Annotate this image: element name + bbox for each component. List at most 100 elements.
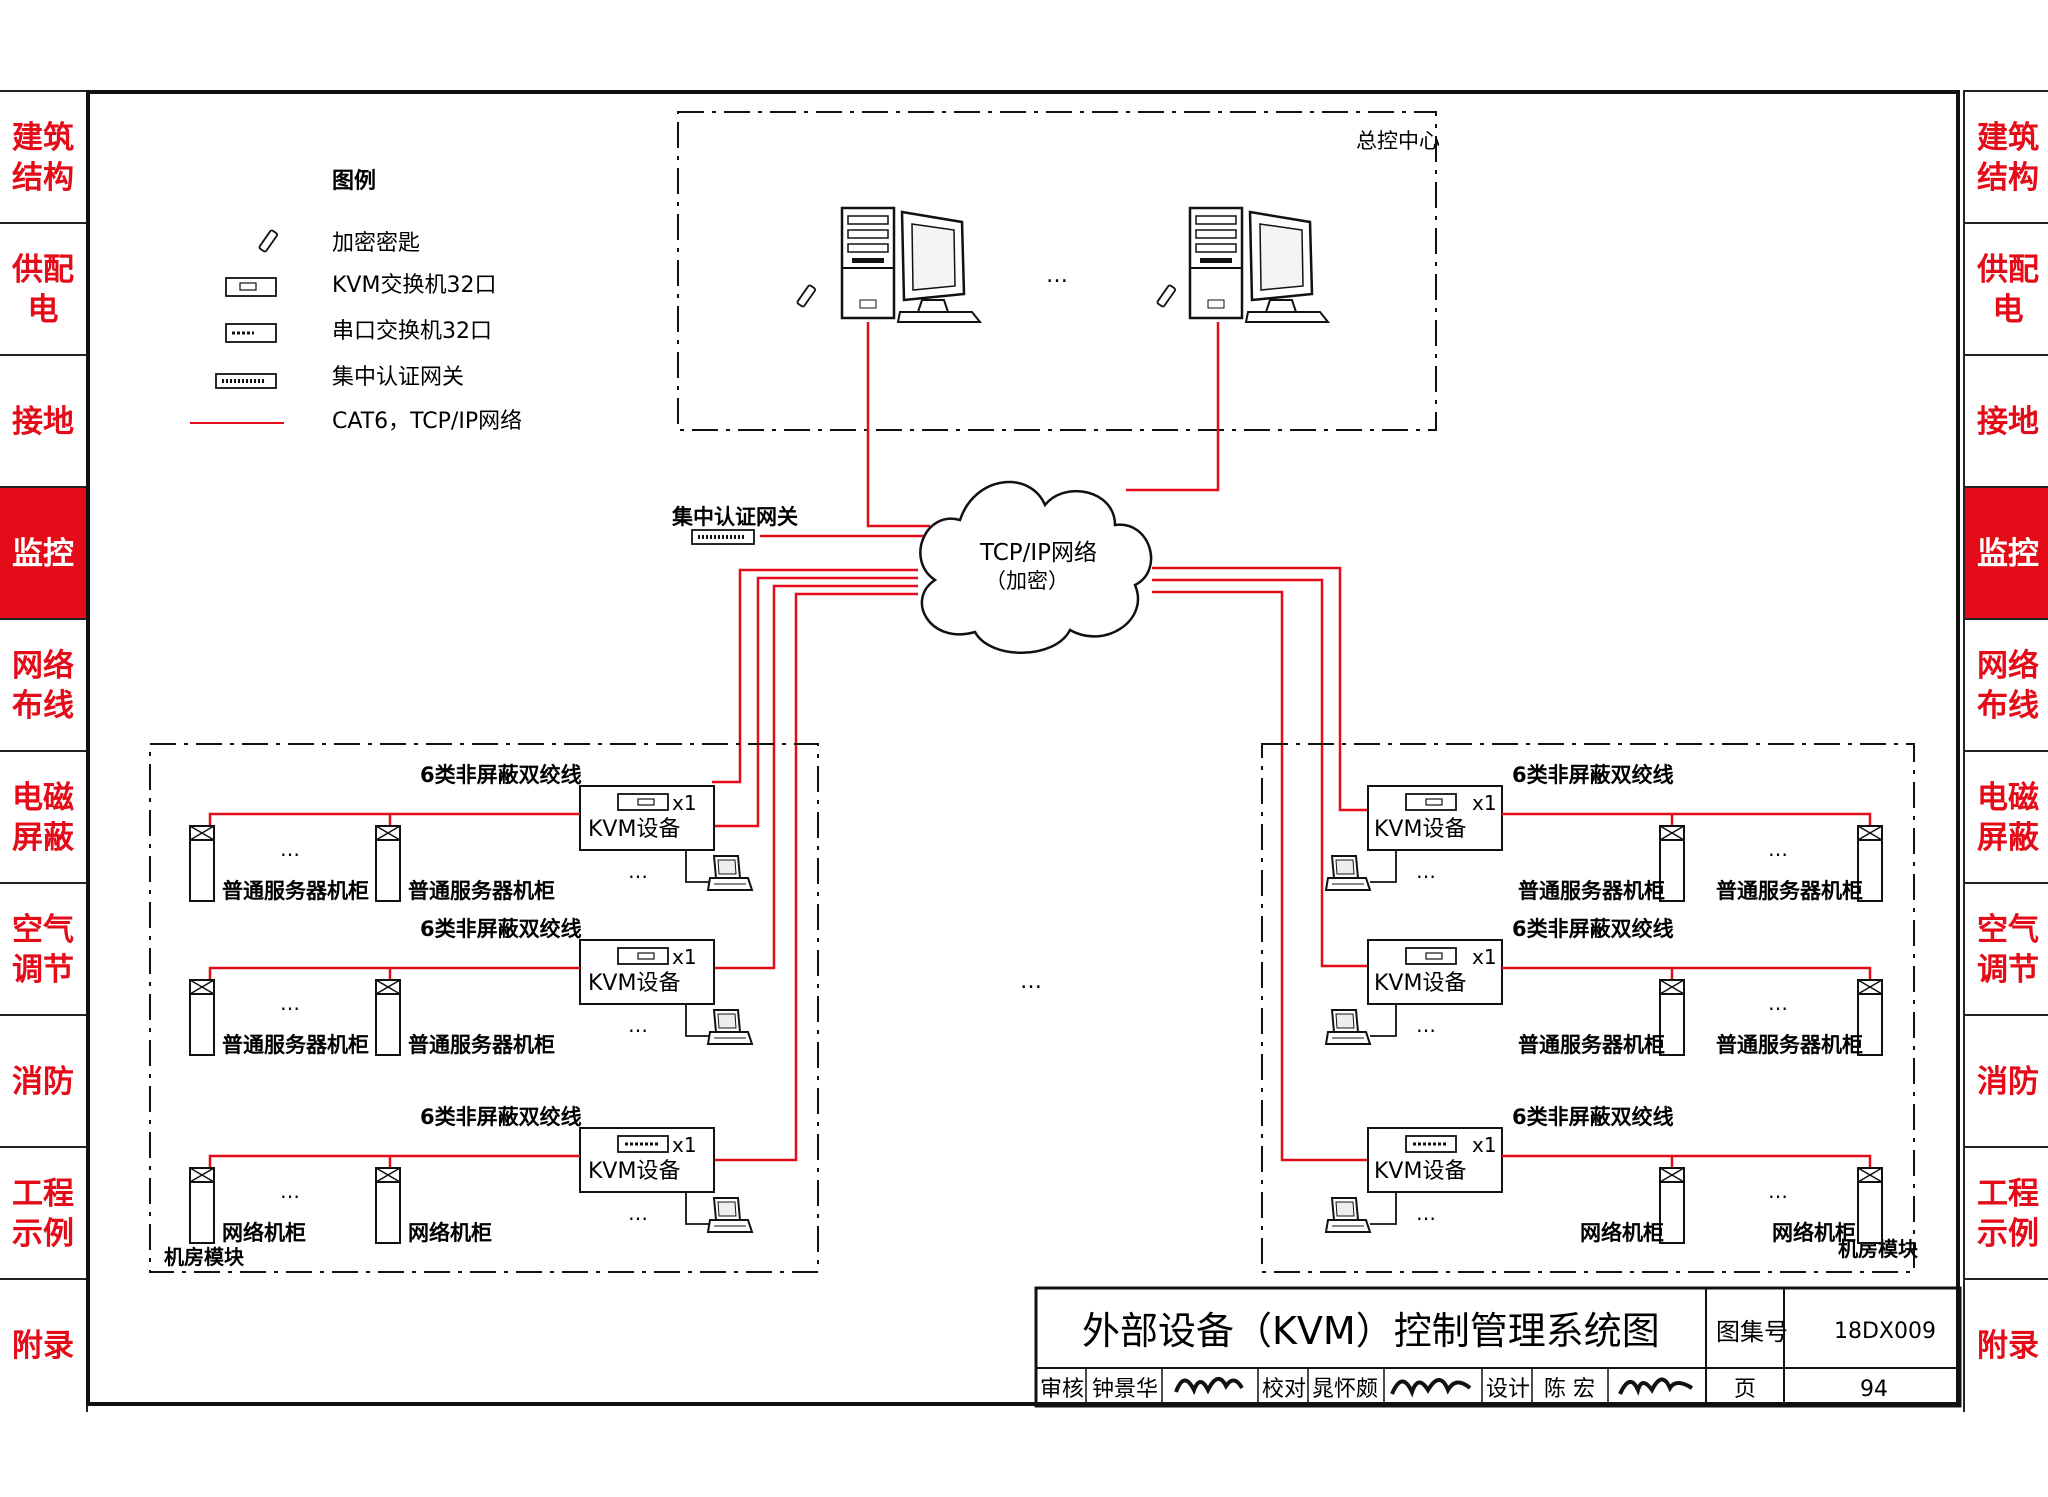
legend-serial-label: 串口交换机32口 <box>332 319 492 344</box>
control-center-ellipsis: … <box>1046 263 1068 288</box>
cabinet-ellipsis: … <box>1768 1179 1788 1203</box>
category-tab-label: 网络布线 <box>12 648 74 724</box>
terminal-ellipsis: … <box>628 1013 648 1037</box>
terminal-link <box>1370 1004 1397 1037</box>
cabinet-link <box>1502 812 1872 826</box>
control-center-label: 总控中心 <box>1356 129 1440 153</box>
category-tab[interactable]: 接地 <box>1963 354 2048 488</box>
category-tab-label: 空气调节 <box>1977 912 2039 988</box>
laptop-icon <box>1325 855 1371 891</box>
cable-label: 6类非屏蔽双绞线 <box>420 917 582 941</box>
terminal-ellipsis: … <box>1416 1201 1436 1225</box>
cabinet-label: 普通服务器机柜 <box>1518 1033 1665 1057</box>
kvm-device-label: KVM设备 <box>588 1159 680 1184</box>
category-tab[interactable]: 建筑结构 <box>0 90 88 224</box>
workstation-1 <box>840 206 982 324</box>
category-tab-label: 附录 <box>1977 1328 2039 1364</box>
terminal-link <box>685 1004 716 1037</box>
tcpip-cloud <box>919 480 1153 654</box>
category-tab[interactable]: 监控 <box>1963 486 2048 620</box>
terminal-link <box>685 1192 716 1225</box>
category-tab[interactable]: 消防 <box>0 1014 88 1148</box>
cable-label: 6类非屏蔽双绞线 <box>1512 917 1674 941</box>
drawing-frame <box>86 90 1960 1406</box>
kvm-switch-icon <box>225 277 277 297</box>
server-cabinet <box>1857 1167 1883 1244</box>
server-cabinet <box>189 825 215 902</box>
design-label: 设计 <box>1486 1377 1530 1402</box>
legend-key-label: 加密密匙 <box>332 231 420 256</box>
kvm-count: x1 <box>672 791 697 815</box>
legend-gateway-label: 集中认证网关 <box>332 365 464 390</box>
cabinet-link <box>208 1154 580 1168</box>
laptop-icon <box>707 1009 753 1045</box>
category-tab[interactable]: 空气调节 <box>1963 882 2048 1016</box>
terminal-ellipsis: … <box>628 1201 648 1225</box>
cabinet-ellipsis: … <box>280 1179 300 1203</box>
cabinet-label: 普通服务器机柜 <box>1716 879 1863 903</box>
category-tab-label: 供配电 <box>1977 252 2039 328</box>
cabinet-label: 普通服务器机柜 <box>1716 1033 1863 1057</box>
designer-name: 陈 宏 <box>1544 1377 1595 1402</box>
legend-title: 图例 <box>332 169 376 194</box>
terminal-link <box>1370 1192 1397 1225</box>
category-tab[interactable]: 供配电 <box>1963 222 2048 356</box>
terminal-ellipsis: … <box>1416 859 1436 883</box>
category-tab-label: 监控 <box>12 536 74 572</box>
cloud-line2: （加密） <box>985 569 1069 593</box>
review-label: 审核 <box>1040 1377 1084 1402</box>
key-icon <box>257 228 279 254</box>
laptop-icon <box>707 855 753 891</box>
cabinet-label: 普通服务器机柜 <box>408 1033 555 1057</box>
key-icon <box>795 283 817 309</box>
category-tab[interactable]: 建筑结构 <box>1963 90 2048 224</box>
server-cabinet <box>375 1167 401 1244</box>
category-tab[interactable]: 供配电 <box>0 222 88 356</box>
category-tab-label: 接地 <box>12 404 74 440</box>
kvm-count: x1 <box>672 1133 697 1157</box>
kvm-count: x1 <box>672 945 697 969</box>
atlas-number: 18DX009 <box>1834 1319 1936 1344</box>
cabinet-label: 普通服务器机柜 <box>222 1033 369 1057</box>
terminal-link <box>685 850 716 883</box>
drawing-title: 外部设备（KVM）控制管理系统图 <box>1082 1309 1660 1353</box>
category-tab[interactable]: 电磁屏蔽 <box>1963 750 2048 884</box>
cabinet-label: 网络机柜 <box>1772 1221 1856 1245</box>
kvm-count: x1 <box>1472 1133 1497 1157</box>
category-tab[interactable]: 网络布线 <box>1963 618 2048 752</box>
kvm-device-label: KVM设备 <box>1374 971 1466 996</box>
left-module-label: 机房模块 <box>164 1245 245 1269</box>
cloud-line1: TCP/IP网络 <box>979 540 1097 566</box>
kvm-device-label: KVM设备 <box>1374 817 1466 842</box>
control-center-box <box>677 111 1437 431</box>
server-cabinet <box>189 979 215 1056</box>
cabinet-label: 网络机柜 <box>222 1221 306 1245</box>
key-icon <box>1155 283 1177 309</box>
cabinet-ellipsis: … <box>1768 991 1788 1015</box>
cabinet-label: 网络机柜 <box>1580 1221 1664 1245</box>
category-tab-label: 建筑结构 <box>12 120 74 196</box>
category-tab-label: 网络布线 <box>1977 648 2039 724</box>
designer-signature <box>1618 1377 1694 1396</box>
legend-kvm-label: KVM交换机32口 <box>332 273 496 298</box>
category-tab[interactable]: 消防 <box>1963 1014 2048 1148</box>
gateway-icon <box>215 373 277 389</box>
category-tab[interactable]: 监控 <box>0 486 88 620</box>
right-room-module <box>1261 743 1915 1273</box>
cabinet-link <box>1502 1154 1872 1168</box>
cabinet-link <box>208 812 580 826</box>
kvm-device-label: KVM设备 <box>1374 1159 1466 1184</box>
terminal-link <box>1370 850 1397 883</box>
cabinet-ellipsis: … <box>280 837 300 861</box>
category-tab[interactable]: 附录 <box>1963 1278 2048 1412</box>
workstation-2 <box>1188 206 1330 324</box>
category-tab[interactable]: 工程示例 <box>1963 1146 2048 1280</box>
gateway-label: 集中认证网关 <box>671 505 798 529</box>
category-tab-label: 空气调节 <box>12 912 74 988</box>
cabinet-ellipsis: … <box>1768 837 1788 861</box>
cabinet-label: 普通服务器机柜 <box>1518 879 1665 903</box>
category-tab-label: 工程示例 <box>12 1176 74 1252</box>
cable-label: 6类非屏蔽双绞线 <box>1512 763 1674 787</box>
category-tab-label: 接地 <box>1977 404 2039 440</box>
legend-network-label: CAT6，TCP/IP网络 <box>332 409 522 434</box>
